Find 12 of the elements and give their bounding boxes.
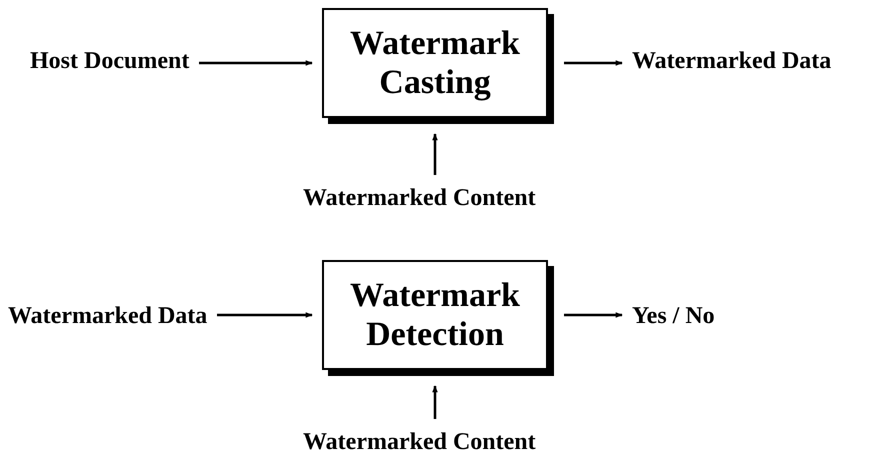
signal-label: Watermarked Content (303, 185, 536, 212)
arrow (199, 60, 313, 66)
signal-label: Watermarked Data (632, 48, 832, 74)
signal-label: Host Document (30, 48, 190, 74)
signal-label: Watermarked Content (303, 429, 536, 456)
arrow (564, 60, 623, 66)
arrow (432, 385, 438, 419)
arrow (432, 133, 438, 175)
signal-label: Watermarked Data (8, 303, 208, 330)
signal-label: Yes / No (632, 303, 715, 330)
arrow (564, 312, 623, 318)
arrow (217, 312, 313, 318)
